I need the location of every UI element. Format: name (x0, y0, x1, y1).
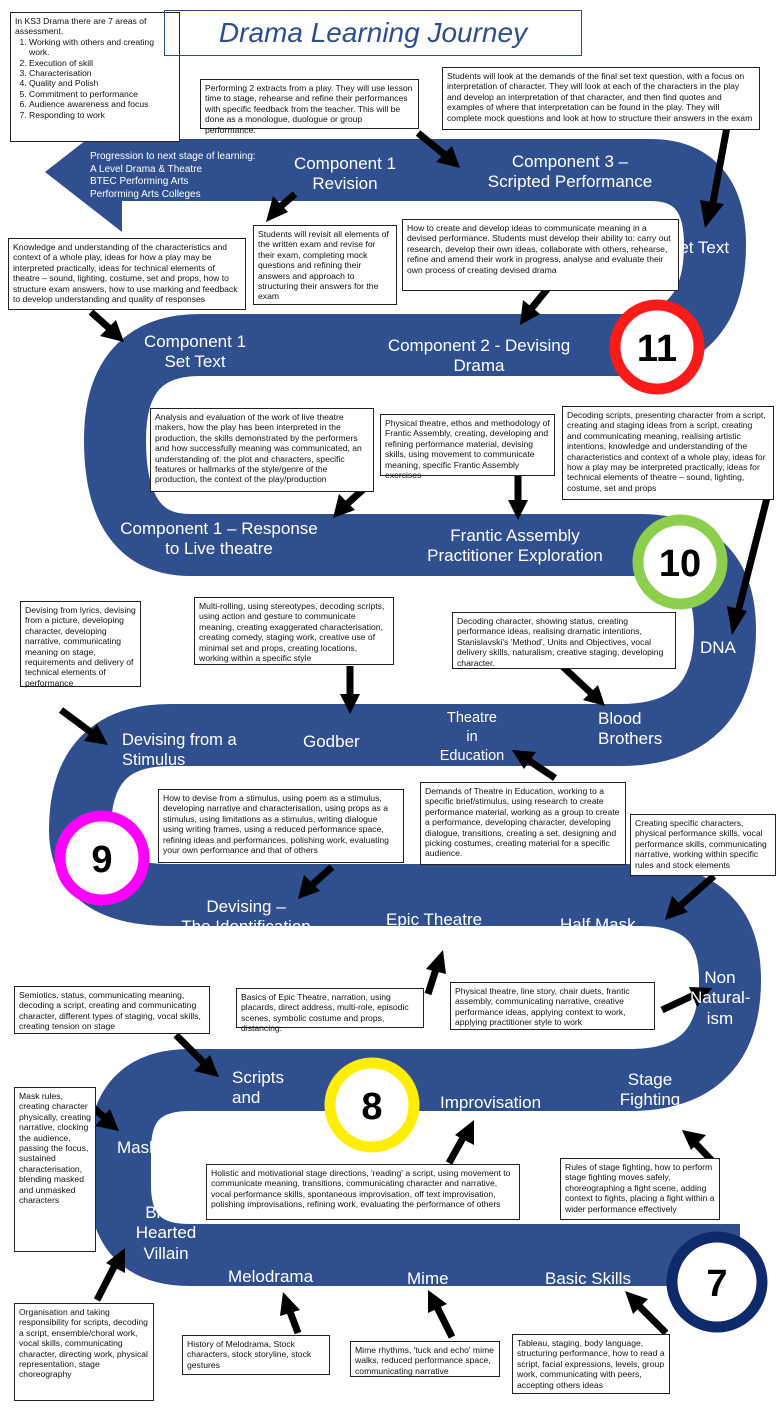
pointer-arrow (340, 666, 360, 714)
pointer-arrow (512, 750, 557, 781)
assessment-item: Execution of skill (29, 58, 175, 68)
desc-improvisation: Holistic and motivational stage directio… (206, 1164, 520, 1220)
pointer-arrow (557, 661, 605, 706)
desc-non-naturalism: Physical theatre, line story, chair duet… (450, 982, 655, 1030)
pointer-arrow (298, 864, 335, 899)
year-8-label: 8 (361, 1086, 382, 1128)
pointer-arrow (727, 489, 773, 635)
topic-mask: Mask (117, 1138, 158, 1157)
pointer-arrow (58, 707, 108, 745)
topic-component1-set-text: Component 1 Set Text (143, 332, 247, 372)
assessment-item: Quality and Polish (29, 78, 175, 88)
desc-component2-devising: How to create and develop ideas to commu… (402, 219, 679, 291)
pointer-arrow (424, 950, 446, 996)
assessment-intro: In KS3 Drama there are 7 areas of assess… (15, 16, 147, 37)
topic-melodrama: Melodrama (228, 1267, 314, 1286)
pointer-arrow (266, 191, 298, 222)
year-10-label: 10 (659, 543, 701, 585)
desc-component1-set-text: Knowledge and understanding of the chara… (8, 238, 246, 310)
topic-basic-skills: Basic Skills (545, 1269, 631, 1288)
desc-live-theatre: Analysis and evaluation of the work of l… (150, 408, 374, 492)
desc-basic-skills: Tableau, staging, body language, structu… (512, 1334, 670, 1394)
desc-theatre-in-education: Demands of Theatre in Education, working… (420, 782, 626, 865)
desc-component3-extracts: Performing 2 extracts from a play. They … (200, 79, 419, 135)
topic-epic-theatre: Epic Theatre (386, 910, 483, 929)
road-path (49, 139, 761, 1286)
pointer-arrow (520, 285, 551, 325)
topic-devising-identification: Devising – The Identification (181, 897, 311, 937)
topic-theatre-in-education: Theatre in Education (439, 710, 505, 764)
topic-improvisation: Improvisation (440, 1093, 542, 1112)
desc-epic-theatre: Basics of Epic Theatre, narration, using… (236, 988, 424, 1033)
year-7-label: 7 (706, 1263, 727, 1305)
topic-component3: Component 3 – Scripted Performance (487, 152, 653, 192)
assessment-areas-box: In KS3 Drama there are 7 areas of assess… (10, 12, 180, 142)
desc-black-hearted-villain: Organisation and taking responsibility f… (14, 1303, 154, 1401)
progression-text: Progression to next stage of learning: A… (90, 151, 256, 200)
desc-dna: Decoding scripts, presenting character f… (562, 406, 774, 500)
desc-half-mask: Creating specific characters, physical p… (630, 814, 776, 876)
pointer-arrow (665, 873, 717, 920)
topic-scripts-and-semiotics: Scripts and Semiotics (232, 1068, 306, 1128)
desc-mime: Mime rhythms, 'tuck and echo' mime walks… (350, 1341, 500, 1377)
assessment-list: Working with others and creating work. E… (15, 37, 175, 120)
topic-non-naturalism: Non Natural- ism (690, 968, 751, 1028)
pointer-arrow (415, 130, 460, 168)
topic-frantic-assembly: Frantic Assembly Practitioner Exploratio… (427, 526, 603, 566)
pointer-arrow (700, 115, 733, 228)
pointer-arrow (88, 309, 124, 342)
pointer-arrow (428, 1290, 456, 1339)
pointer-arrow (280, 1292, 302, 1335)
year-badges (54, 299, 768, 1333)
desc-mask: Mask rules, creating character physicall… (14, 1087, 96, 1252)
topic-component1-live-theatre: Component 1 – Response to Live theatre (120, 519, 318, 559)
desc-component1-revision: Students will revisit all elements of th… (253, 225, 397, 305)
topic-component1-revision: Component 1 Revision (293, 154, 397, 194)
desc-stage-fighting: Rules of stage fighting, how to perform … (560, 1158, 720, 1220)
assessment-item: Commitment to performance (29, 89, 175, 99)
year-11-label: 11 (637, 328, 677, 370)
pointer-arrows (58, 115, 773, 1339)
desc-frantic-assembly: Physical theatre, ethos and methodology … (380, 414, 555, 480)
desc-semiotics: Semiotics, status, communicating meaning… (14, 986, 210, 1034)
pointer-arrow (625, 1291, 669, 1336)
year-9-badge (54, 810, 150, 906)
topic-godber: Godber (303, 732, 360, 751)
topic-black-hearted-villain: Black Hearted Villain (135, 1203, 197, 1263)
pointer-arrow (173, 1032, 219, 1077)
topic-mime: Mime (407, 1269, 449, 1288)
topic-component2-devising: Component 2 - Devising Drama (387, 336, 571, 376)
progression-arrowhead (45, 112, 122, 232)
desc-godber: Multi-rolling, using stereotypes, decodi… (194, 597, 394, 665)
year-10-badge (632, 514, 728, 610)
pointer-arrow (93, 1248, 125, 1302)
assessment-item: Working with others and creating work. (29, 37, 175, 58)
desc-blood-brothers: Decoding character, showing status, crea… (452, 612, 676, 669)
topic-dna: DNA (700, 638, 736, 657)
year-11-badge (609, 299, 705, 395)
topic-devising-from-stimulus: Devising from a Stimulus (122, 731, 237, 769)
desc-set-text-question: Students will look at the demands of the… (442, 67, 760, 130)
year-8-badge (324, 1057, 420, 1153)
topic-blood-brothers: Blood Brothers (598, 709, 663, 749)
assessment-item: Responding to work (29, 110, 175, 120)
topic-stage-fighting: Stage Fighting (619, 1070, 681, 1110)
pointer-arrow (508, 475, 528, 520)
desc-devising-stimulus: Devising from lyrics, devising from a pi… (20, 601, 141, 688)
page-title-box: Drama Learning Journey (164, 10, 582, 56)
pointer-arrow (660, 987, 712, 1014)
desc-melodrama: History of Melodrama, Stock characters, … (182, 1335, 330, 1375)
page-title: Drama Learning Journey (218, 17, 528, 48)
assessment-item: Audience awareness and focus (29, 99, 175, 109)
assessment-item: Characterisation (29, 68, 175, 78)
desc-devising-identification: How to devise from a stimulus, using poe… (158, 789, 404, 863)
year-7-badge (666, 1231, 768, 1333)
pointer-arrow (445, 1120, 474, 1165)
year-9-label: 9 (91, 839, 112, 881)
topic-half-mask: Half Mask (560, 915, 636, 934)
